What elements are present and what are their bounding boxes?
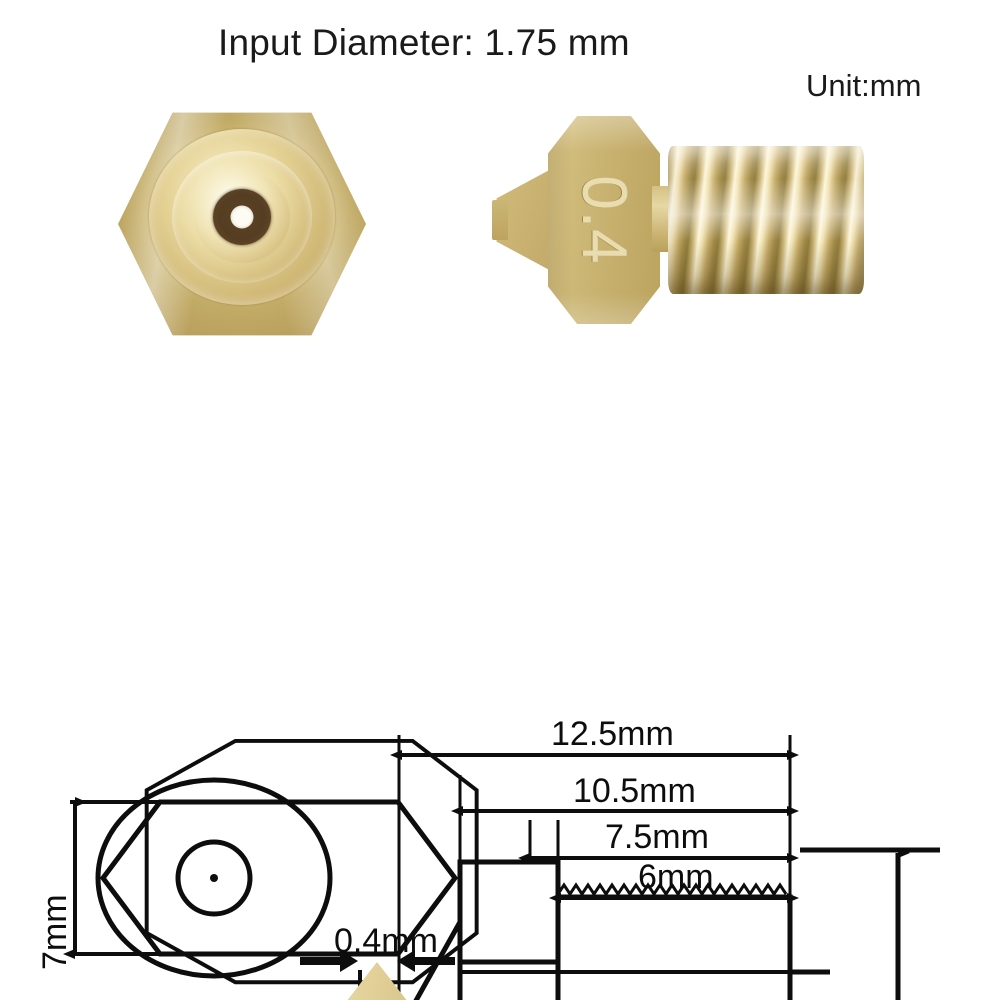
dim-label-10-5mm: 10.5mm	[573, 772, 696, 810]
bore-opening	[230, 205, 254, 229]
hex-body	[548, 116, 660, 324]
cone-taper-lines	[413, 920, 463, 1000]
threaded-shank	[668, 146, 864, 294]
input-diameter-title: Input Diameter: 1.75 mm	[218, 22, 630, 63]
nozzle-side-view-photo: 0.4	[492, 112, 864, 328]
dim-label-7mm: 7mm	[36, 894, 74, 970]
tip-dim-arrow-left	[300, 950, 358, 972]
nozzle-size-engraving: 0.4	[569, 175, 639, 265]
dim-label-6mm: 6mm	[638, 858, 714, 896]
unit-label: Unit:mm	[806, 68, 922, 103]
hex-face-circle-inner	[175, 839, 253, 917]
dim-label-7-5mm: 7.5mm	[605, 818, 709, 856]
threaded-shank-shading	[668, 146, 864, 294]
hex-front-view	[144, 738, 479, 985]
thread-profile-top	[556, 882, 788, 897]
shank-outline	[558, 894, 793, 1000]
hex-center-dot	[210, 874, 218, 882]
dim-label-12-5mm: 12.5mm	[551, 715, 674, 753]
hex-face-circle-outer	[95, 777, 333, 979]
nozzle-tip	[492, 200, 508, 240]
dim-label-0-4mm: 0.4mm	[334, 922, 438, 960]
tip-dim-arrow-right	[397, 950, 455, 972]
nozzle-top-view-photo	[118, 108, 366, 340]
hex-body-highlight	[548, 116, 660, 324]
technical-drawing: 12.5mm 10.5mm 7.5mm 6mm Φ2 Φ6 7mm 0.4mm	[0, 350, 1000, 1000]
technical-drawing-svg	[63, 735, 940, 1000]
